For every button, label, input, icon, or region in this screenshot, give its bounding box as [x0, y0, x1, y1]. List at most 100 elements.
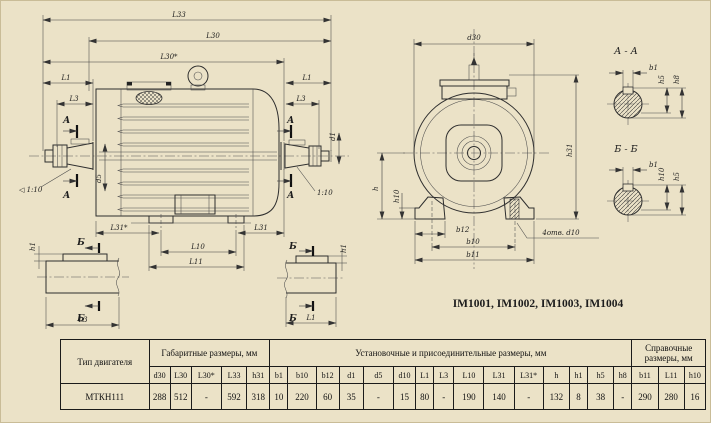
feet-side [131, 194, 251, 228]
front-view: d30 h31 h h10 b12 b10 b11 4отв. d10 [372, 29, 599, 269]
col-header: b11 [631, 366, 659, 384]
col-header: b12 [315, 366, 340, 384]
dim-L1-right: L1 [301, 74, 311, 82]
dim-b1-aa: b1 [649, 64, 658, 72]
cell: 220 [287, 383, 317, 410]
keyway [622, 183, 634, 192]
cell: 38 [587, 383, 615, 410]
section-marks-a: А А А А [62, 116, 294, 201]
cell: 280 [657, 383, 685, 410]
col-header: L33 [220, 366, 248, 384]
section-a-mark: А [62, 116, 70, 126]
cell: 15 [392, 383, 417, 410]
dim-h10: h10 [393, 189, 401, 203]
bearing-cap [445, 124, 503, 182]
col-header: h1 [568, 366, 589, 384]
dimensions-table: Тип двигателя Габаритные размеры, мм Уст… [60, 339, 707, 410]
dim-h5-bb: h5 [673, 171, 681, 181]
cell: 592 [220, 383, 248, 410]
cell: 132 [542, 383, 570, 410]
cell: 16 [683, 383, 707, 410]
cell: 60 [315, 383, 340, 410]
dim-b12: b12 [456, 226, 470, 234]
dim-b10: b10 [466, 238, 480, 246]
motor-drawing: ◁ 1:10 1:10 [19, 11, 686, 329]
terminal-box-front [439, 53, 517, 100]
cell: 318 [246, 383, 271, 410]
dim-d30: d30 [467, 34, 481, 42]
col-header: L1 [415, 366, 435, 384]
dim-h: h [372, 186, 380, 191]
section-b-mark: Б [76, 238, 85, 248]
dimensions-side: L33 L30 L30* L1 L3 L1 L3 d5 d1 L31* L31 … [42, 11, 342, 270]
col-header: b1 [269, 366, 289, 384]
section-a-mark: А [62, 191, 70, 201]
dim-h1-left: h1 [29, 242, 37, 251]
dim-d1: d1 [329, 132, 337, 141]
cell: - [362, 383, 394, 410]
dim-L33: L33 [171, 11, 186, 19]
col-header: h31 [246, 366, 271, 384]
extension-lines-side [42, 15, 332, 271]
cell: 8 [568, 383, 589, 410]
group-mounting: Установочные и присоединительные размеры… [269, 339, 633, 367]
col-header: h5 [587, 366, 615, 384]
dim-L30: L30 [205, 32, 220, 40]
motor-type: МТКН111 [60, 383, 150, 410]
vent-grille [135, 91, 163, 105]
col-header: d5 [362, 366, 394, 384]
cooling-fins [99, 103, 277, 212]
cell: 80 [415, 383, 435, 410]
dimensions-front: d30 h31 h h10 b12 b10 b11 4отв. d10 [372, 34, 599, 263]
dim-L1-detail: L1 [305, 314, 315, 322]
key-detail-right: Б Б h1 L1 [277, 242, 348, 327]
keyway [622, 86, 634, 95]
dim-h8-aa: h8 [673, 74, 681, 84]
dim-h10-bb: h10 [658, 167, 666, 181]
feet-front [414, 196, 535, 244]
dim-holes: 4отв. d10 [541, 229, 580, 237]
col-header: L10 [453, 366, 485, 384]
col-header: L11 [657, 366, 685, 384]
col-header: L31 [483, 366, 515, 384]
col-header: h10 [683, 366, 707, 384]
col-type-header: Тип двигателя [60, 339, 150, 384]
key-detail-left: Б Б h1 L3 [29, 238, 129, 329]
dim-b11: b11 [466, 251, 479, 259]
dim-L3-right: L3 [295, 95, 306, 103]
section-b-b: Б - Б b1 h10 h5 [607, 144, 686, 222]
col-header: L30* [190, 366, 222, 384]
foot-hole-section [509, 198, 520, 220]
mount-types-caption: IM1001, IM1002, IM1003, IM1004 [453, 298, 624, 310]
group-overall: Габаритные размеры, мм [148, 339, 271, 367]
eyebolt [187, 65, 209, 91]
dim-L31-star: L31* [109, 224, 128, 232]
cell: 512 [169, 383, 192, 410]
cell: 290 [631, 383, 659, 410]
section-a-a: А - А b1 h5 h8 [607, 46, 686, 125]
table-row: МТКН111 288 512 - 592 318 10 220 60 35 -… [60, 383, 707, 410]
section-a-mark: А [286, 116, 294, 126]
dim-L11: L11 [188, 258, 203, 266]
dim-h1-right: h1 [340, 244, 348, 253]
section-a-mark: А [286, 191, 294, 201]
section-b-mark: Б [76, 314, 85, 324]
dim-L30-star: L30* [159, 53, 178, 61]
side-view: ◁ 1:10 1:10 [19, 11, 349, 271]
dim-h5-aa: h5 [658, 74, 666, 84]
col-header: h [542, 366, 570, 384]
taper-label-right: 1:10 [317, 189, 333, 197]
cell: 288 [148, 383, 171, 410]
dim-h31: h31 [566, 144, 574, 157]
cell: 140 [483, 383, 515, 410]
dim-d5: d5 [95, 174, 103, 183]
terminal-lid [126, 81, 172, 105]
section-b-mark: Б [288, 242, 297, 252]
col-header: L31* [513, 366, 544, 384]
col-header: d1 [338, 366, 364, 384]
shaft-end-right [280, 139, 332, 170]
taper-label-left: ◁ 1:10 [19, 186, 43, 194]
dim-b1-bb: b1 [649, 161, 658, 169]
group-reference: Справочные размеры, мм [631, 339, 706, 367]
